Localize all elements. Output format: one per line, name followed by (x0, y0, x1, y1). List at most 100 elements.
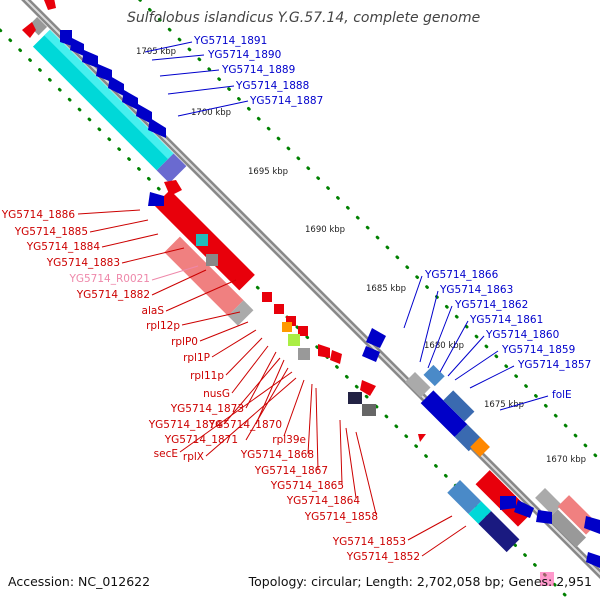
gene-arrow (362, 346, 380, 362)
gene-label[interactable]: nusG (203, 388, 230, 400)
gene-label[interactable]: YG5714_1857 (517, 359, 591, 371)
gene-label[interactable]: YG5714_1866 (424, 269, 499, 281)
gene-label[interactable]: YG5714_1888 (235, 80, 309, 92)
blue-feature (447, 480, 482, 514)
gene-label[interactable]: YG5714_1871 (164, 434, 238, 446)
gene-arrow (360, 380, 376, 396)
grey-feature (547, 509, 587, 548)
gene-label[interactable]: YG5714_1883 (46, 257, 120, 269)
gene-arrow (330, 350, 342, 364)
gene-label[interactable]: YG5714_1873 (170, 403, 244, 415)
gene-label[interactable]: YG5714_1891 (193, 35, 267, 47)
gene-label[interactable]: rplX (183, 451, 204, 463)
gene-arrow (536, 510, 552, 524)
leader-line (231, 345, 269, 394)
blue-leader-lines (144, 41, 549, 411)
gene-label[interactable]: YG5714_1863 (439, 284, 513, 296)
feature-tracks (22, 0, 600, 586)
purple-feature (156, 153, 187, 184)
leader-line (454, 350, 499, 381)
gene-label[interactable]: YG5714_1886 (1, 209, 76, 221)
outer-tick-line (137, 0, 600, 463)
cyan-feature (32, 29, 174, 171)
forward-genes-topleft (22, 0, 56, 38)
gene-label[interactable]: YG5714_1885 (14, 226, 88, 238)
gene-arrow (108, 76, 124, 96)
grey-feature (227, 300, 254, 326)
gene-label[interactable]: rpl39e (272, 434, 306, 446)
gene-arrow (22, 22, 36, 38)
grey-feature (28, 16, 48, 36)
gene-label[interactable]: YG5714_R0021 (68, 273, 150, 285)
gene-arrow (96, 64, 112, 82)
gene-arrow (274, 304, 284, 314)
gene-label[interactable]: YG5714_1887 (249, 95, 323, 107)
leader-line (421, 525, 467, 557)
gene-label[interactable]: YG5714_1868 (240, 449, 314, 461)
gene-label[interactable]: rplP0 (171, 336, 198, 348)
gene-label[interactable]: YG5714_1889 (221, 64, 295, 76)
leader-line (121, 247, 185, 264)
gene-label[interactable]: YG5714_1861 (469, 314, 543, 326)
gene-arrow (44, 0, 56, 10)
gene-arrow (60, 30, 72, 46)
gene-label[interactable]: YG5714_1853 (332, 536, 406, 548)
gene-label[interactable]: YG5714_1864 (286, 495, 361, 507)
gene-arrow (418, 434, 426, 442)
leader-line (223, 357, 281, 425)
gene-label[interactable]: YG5714_1852 (346, 551, 420, 563)
leader-line (283, 379, 305, 437)
leader-line (307, 383, 313, 455)
gene-label[interactable]: secE (154, 448, 178, 460)
gene-arrow (136, 104, 152, 124)
leader-line (179, 371, 293, 453)
leader-line (181, 311, 241, 326)
gene-label[interactable]: alaS (142, 305, 165, 317)
cyan-feature (468, 501, 492, 524)
gene-label[interactable]: YG5714_1858 (304, 511, 378, 523)
leader-line (427, 305, 453, 369)
gene-arrow (500, 496, 516, 510)
inner-tick-line (0, 28, 573, 600)
gene-label[interactable]: YG5714_1884 (26, 241, 101, 253)
leader-line (151, 54, 205, 61)
gene-arrow (586, 552, 600, 568)
gene-label[interactable]: YG5714_1890 (207, 49, 281, 61)
gene-label[interactable]: rpl11p (190, 370, 224, 382)
reverse-genes-top (60, 30, 166, 138)
gene-label[interactable]: YG5714_1867 (254, 465, 328, 477)
reverse-genes-middle (148, 192, 386, 362)
gene-label[interactable]: folE (552, 389, 572, 401)
blue-feature (423, 364, 445, 387)
gene-label[interactable]: YG5714_1862 (454, 299, 528, 311)
gene-label[interactable]: YG5714_1859 (501, 344, 575, 356)
grey-feature-small (362, 404, 376, 416)
leader-line (447, 335, 485, 377)
gene-label[interactable]: rpl12p (146, 320, 180, 332)
gene-label[interactable]: YG5714_1870 (208, 419, 282, 431)
forward-genes-middle (164, 180, 426, 442)
gene-label[interactable]: YG5714_1874 (148, 419, 223, 431)
pink-feature-small (540, 572, 554, 586)
red-gene-labels: YG5714_1886 YG5714_1885 YG5714_1884 YG57… (1, 209, 420, 563)
cyan-feature-shade (44, 29, 174, 160)
leader-line-rna (151, 265, 199, 281)
leader-line (144, 41, 193, 53)
gene-arrow (366, 328, 386, 348)
leader-line (315, 387, 319, 471)
leader-line (499, 395, 549, 411)
tick-1670: 1670 kbp (546, 455, 586, 465)
gene-arrow (514, 500, 534, 518)
gene-label[interactable]: YG5714_1865 (270, 480, 344, 492)
gene-label[interactable]: YG5714_1882 (76, 289, 150, 301)
blue-feature (420, 390, 468, 438)
gene-arrow (82, 50, 98, 68)
tick-1700: 1700 kbp (191, 108, 231, 118)
leader-line (469, 365, 515, 389)
leader-line (77, 209, 141, 215)
leader-line (89, 219, 149, 233)
cyan-feature-small (196, 234, 208, 246)
gene-label[interactable]: YG5714_1860 (485, 329, 559, 341)
gene-label[interactable]: rpl1P (183, 352, 210, 364)
